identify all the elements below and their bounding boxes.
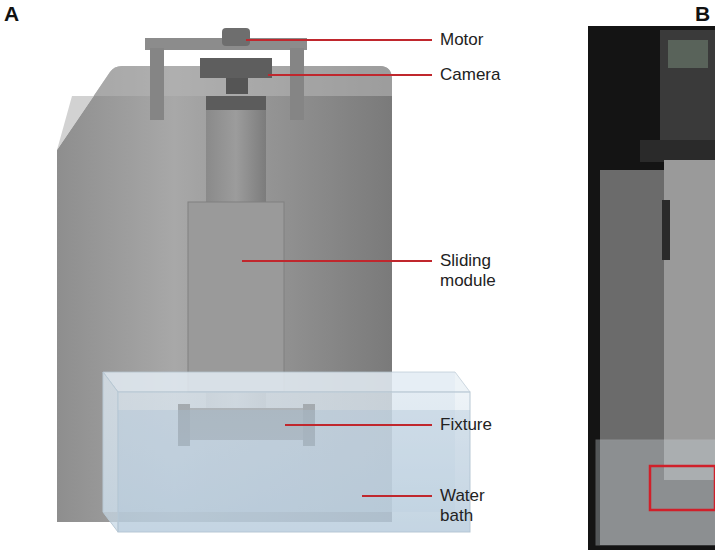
- photo-motor: [660, 30, 715, 140]
- panel-letter: B: [695, 2, 710, 26]
- leader-lines: [242, 40, 432, 496]
- bracket-leg: [150, 48, 164, 120]
- part-label: Fixture: [440, 415, 492, 435]
- part-label: Motor: [440, 30, 483, 50]
- leader-line: [246, 39, 432, 41]
- photo-slider: [664, 160, 715, 480]
- leader-line: [242, 260, 432, 262]
- photo-stage: [640, 140, 715, 162]
- sliding-carriage: [188, 202, 284, 392]
- bath-rim: [103, 372, 470, 392]
- panel-letter: A: [4, 2, 19, 26]
- camera-lens: [226, 78, 248, 94]
- camera: [200, 58, 272, 78]
- photo-highlight: [650, 466, 715, 510]
- photo-motor-label: [668, 40, 708, 68]
- water: [118, 410, 470, 532]
- bracket-leg: [290, 48, 304, 120]
- part-label: Water bath: [440, 486, 502, 526]
- photo: [588, 26, 715, 550]
- photo-bath: [596, 440, 715, 545]
- water-bath: [118, 392, 470, 532]
- leader-line: [285, 424, 432, 426]
- photo-handle: [662, 200, 670, 260]
- leader-line: [268, 74, 432, 76]
- bath-side: [103, 372, 118, 532]
- part-label: Sliding module: [440, 251, 532, 291]
- motor: [222, 28, 250, 46]
- leader-line: [362, 495, 432, 497]
- rail-cap: [206, 96, 266, 110]
- part-label: Camera: [440, 65, 500, 85]
